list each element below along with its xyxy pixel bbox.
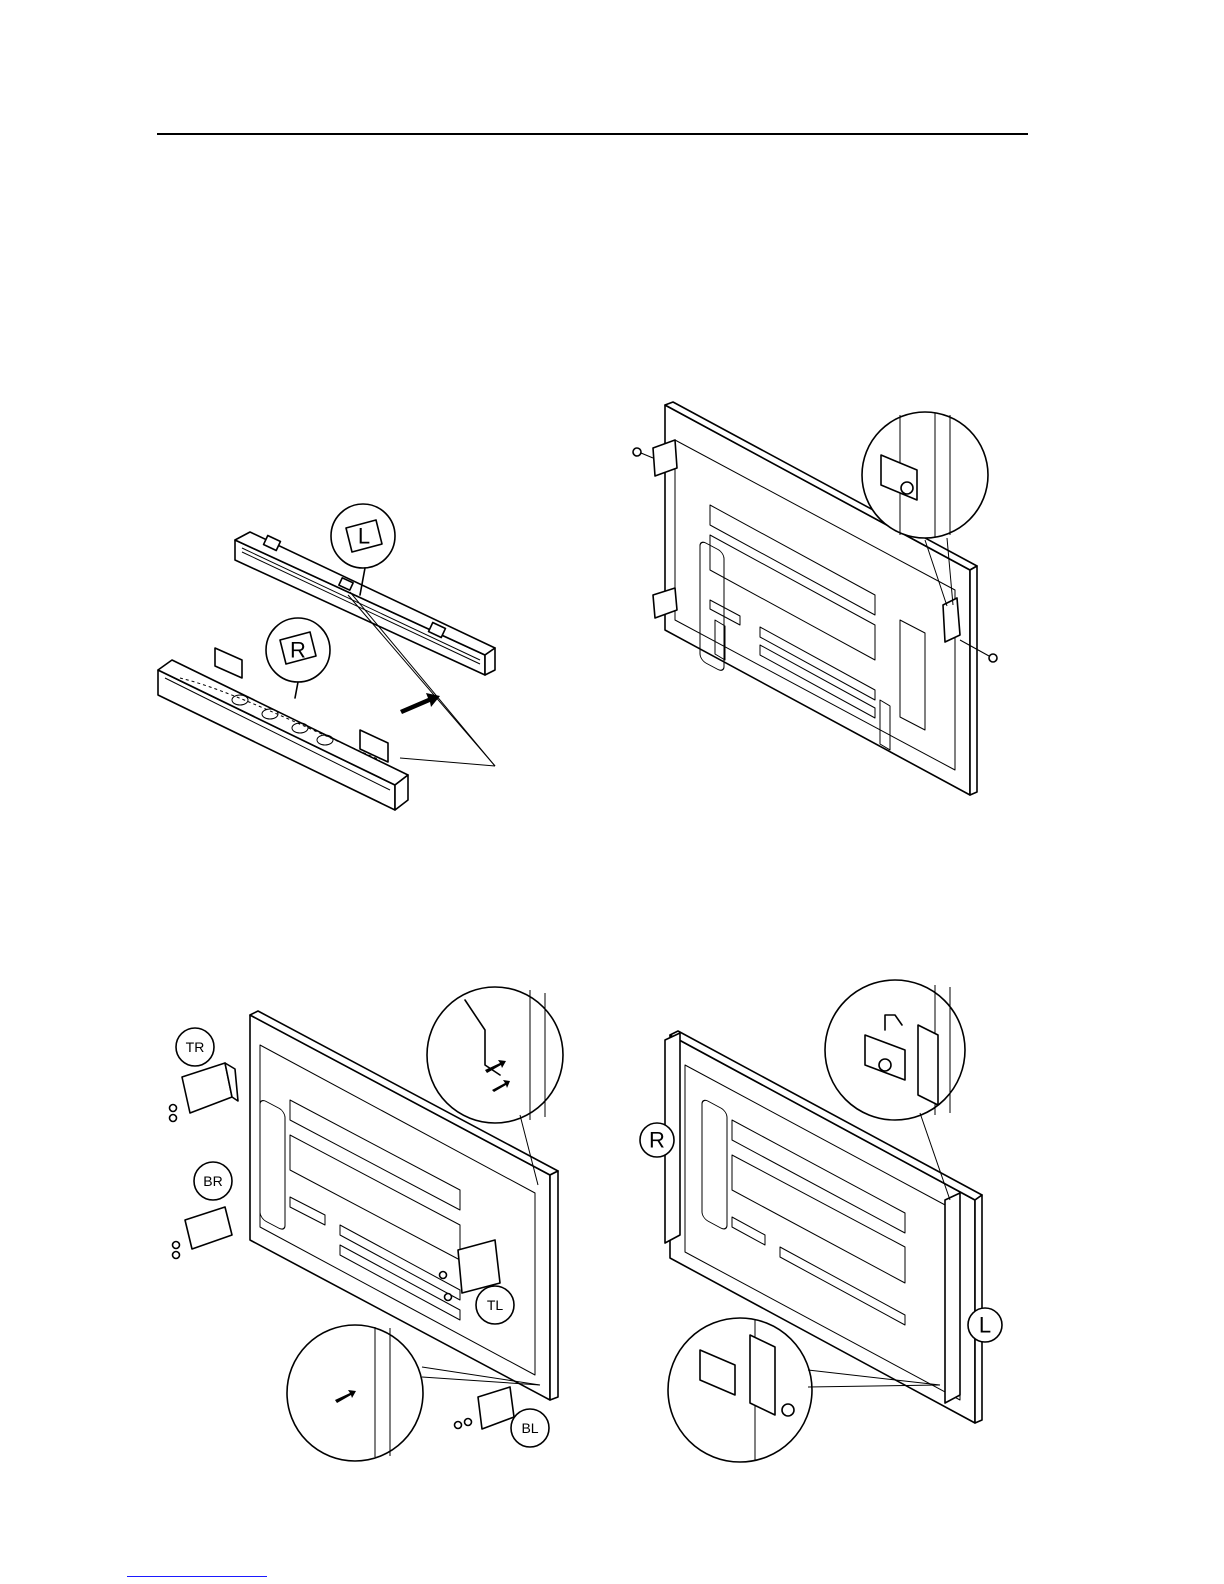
display-back-figure — [625, 400, 1015, 810]
direction-arrow-icon — [400, 693, 440, 714]
detail-callout — [862, 412, 988, 538]
rail-mount-figure: R L — [640, 975, 1010, 1465]
mount-label-r: R — [649, 1128, 665, 1153]
footer-link-underline — [127, 1576, 267, 1577]
bracket-install-figure: TR BR TL BL — [160, 985, 580, 1465]
rail-label-l: L — [358, 524, 370, 549]
header-rule — [157, 133, 1028, 135]
bracket-label-tl: TL — [487, 1297, 504, 1313]
rail-l-mounted — [945, 1193, 960, 1403]
bracket-label-bl: BL — [521, 1420, 538, 1436]
bracket-label-br: BR — [203, 1173, 222, 1189]
screw-icon — [989, 654, 997, 662]
mount-label-l: L — [979, 1313, 991, 1338]
screw-icon — [633, 448, 641, 456]
callout-r: R — [266, 618, 330, 698]
bracket-label-tr: TR — [186, 1039, 205, 1055]
rail-label-r: R — [290, 638, 306, 663]
rails-figure: L R — [150, 500, 510, 830]
